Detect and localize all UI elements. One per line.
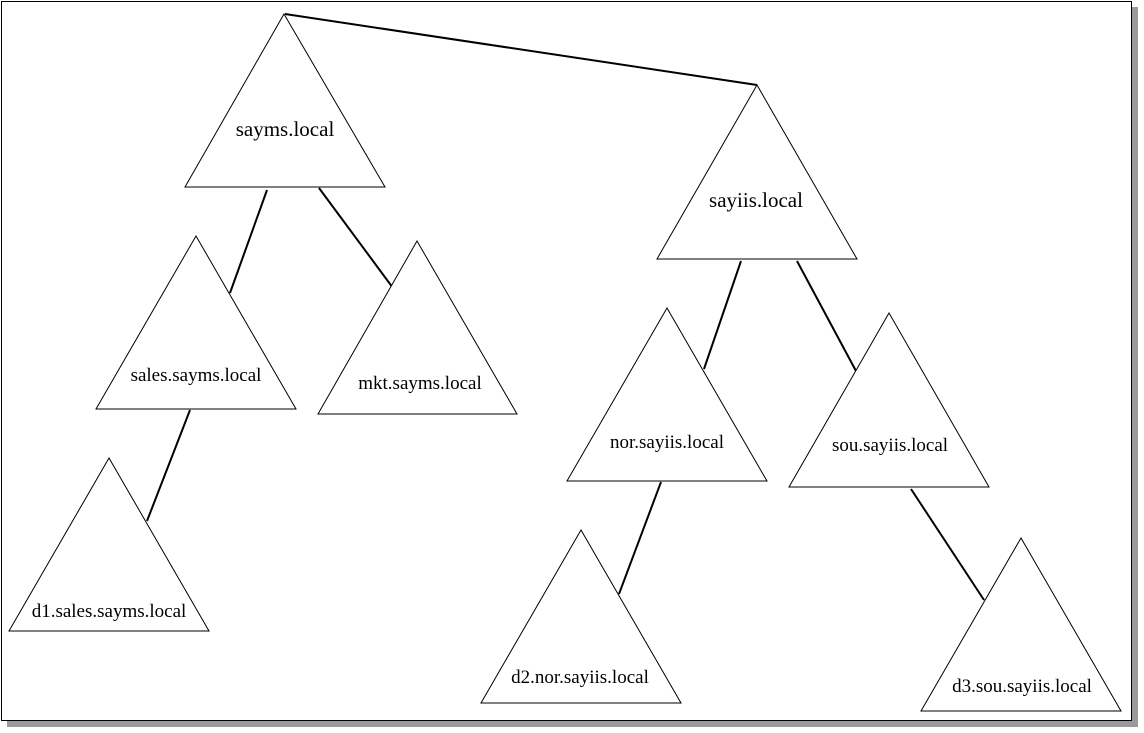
triangle-shape — [317, 239, 518, 415]
node-label-sayms: sayms.local — [236, 117, 335, 141]
edge-sayms-mkt — [318, 187, 394, 289]
node-d3: d3.sou.sayiis.local — [920, 537, 1122, 712]
node-sales: sales.sayms.local — [95, 235, 297, 410]
edge-nor-d2 — [618, 481, 662, 595]
triangle-shape — [184, 13, 386, 188]
edge-sou-d3 — [910, 488, 985, 601]
node-label-nor: nor.sayiis.local — [610, 432, 724, 453]
node-label-mkt: mkt.sayms.local — [358, 373, 481, 394]
node-label-sayiis: sayiis.local — [709, 188, 803, 212]
triangle-shape — [788, 311, 990, 488]
tree-edges — [146, 13, 985, 601]
edge-sales-d1 — [146, 409, 191, 522]
node-nor: nor.sayiis.local — [566, 307, 768, 482]
triangle-shape — [566, 307, 768, 482]
edge-sayiis-nor — [703, 260, 742, 370]
node-label-d2: d2.nor.sayiis.local — [511, 667, 649, 688]
triangle-shape — [920, 537, 1122, 712]
triangle-shape — [8, 457, 210, 632]
node-d1: d1.sales.sayms.local — [8, 457, 210, 632]
node-sayiis: sayiis.local — [656, 83, 858, 260]
edge-sayms-sayiis — [284, 13, 758, 86]
edge-sayms-sales — [229, 189, 268, 294]
triangle-shape — [480, 529, 682, 704]
node-label-d3: d3.sou.sayiis.local — [952, 676, 1092, 697]
node-sayms: sayms.local — [184, 13, 386, 188]
node-label-d1: d1.sales.sayms.local — [32, 601, 187, 622]
edge-sayiis-sou — [796, 260, 857, 372]
triangle-shape — [656, 83, 858, 260]
triangle-shape — [95, 235, 297, 410]
node-label-sales: sales.sayms.local — [131, 365, 262, 386]
node-label-sou: sou.sayiis.local — [832, 435, 948, 456]
node-mkt: mkt.sayms.local — [317, 239, 518, 415]
node-sou: sou.sayiis.local — [788, 311, 990, 488]
node-d2: d2.nor.sayiis.local — [480, 529, 682, 704]
